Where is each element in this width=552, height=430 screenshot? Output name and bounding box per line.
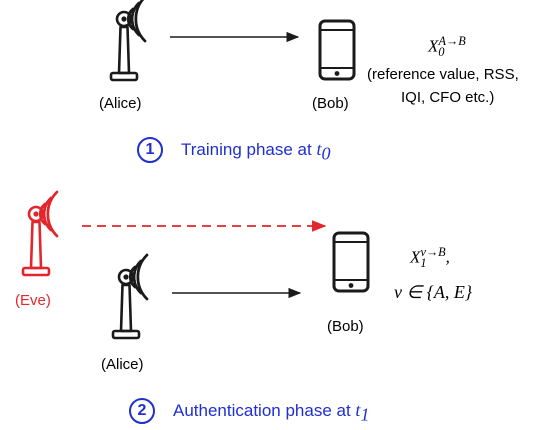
measurement-comma: , bbox=[445, 247, 450, 267]
alice-label: (Alice) bbox=[99, 95, 142, 112]
authentication-measurement: X1v→B, bbox=[410, 245, 450, 271]
eve-label: (Eve) bbox=[15, 292, 51, 309]
phase-text: Authentication phase at bbox=[173, 401, 356, 420]
step-number-badge: 2 bbox=[129, 398, 155, 424]
measurement-subscript: 1 bbox=[420, 256, 427, 271]
phase-time-subscript: 0 bbox=[321, 143, 331, 164]
bob-label: (Bob) bbox=[327, 318, 364, 335]
bob-label: (Bob) bbox=[312, 95, 349, 112]
measurement-note-line-2: IQI, CFO etc.) bbox=[401, 89, 495, 106]
bob-phone-icon bbox=[318, 19, 356, 81]
eve-tower-icon bbox=[21, 190, 59, 277]
alice-tower-icon bbox=[111, 253, 149, 340]
measurement-subscript: 0 bbox=[438, 45, 445, 60]
measurement-symbol: X bbox=[410, 247, 421, 267]
measurement-superscript: A→B bbox=[438, 34, 466, 48]
phase-time-symbol: t bbox=[355, 400, 361, 420]
phase-time-symbol: t bbox=[316, 139, 322, 159]
alice-label: (Alice) bbox=[101, 356, 144, 373]
phase-text: Training phase at bbox=[181, 140, 317, 159]
set-expression: v ∈ {A, E} bbox=[394, 282, 473, 302]
measurement-note-line-1: (reference value, RSS, bbox=[367, 66, 519, 83]
authentication-phase-caption: Authentication phase at t1 bbox=[173, 400, 369, 425]
phase-time-subscript: 1 bbox=[360, 404, 370, 425]
alice-tower-icon bbox=[109, 0, 147, 82]
bob-phone-icon bbox=[332, 231, 370, 293]
measurement-symbol: X bbox=[428, 36, 439, 56]
measurement-superscript: v→B bbox=[420, 245, 446, 259]
training-measurement: X0A→B bbox=[428, 34, 466, 60]
step-number-badge: 1 bbox=[137, 137, 163, 163]
training-phase-caption: Training phase at t0 bbox=[181, 139, 330, 164]
